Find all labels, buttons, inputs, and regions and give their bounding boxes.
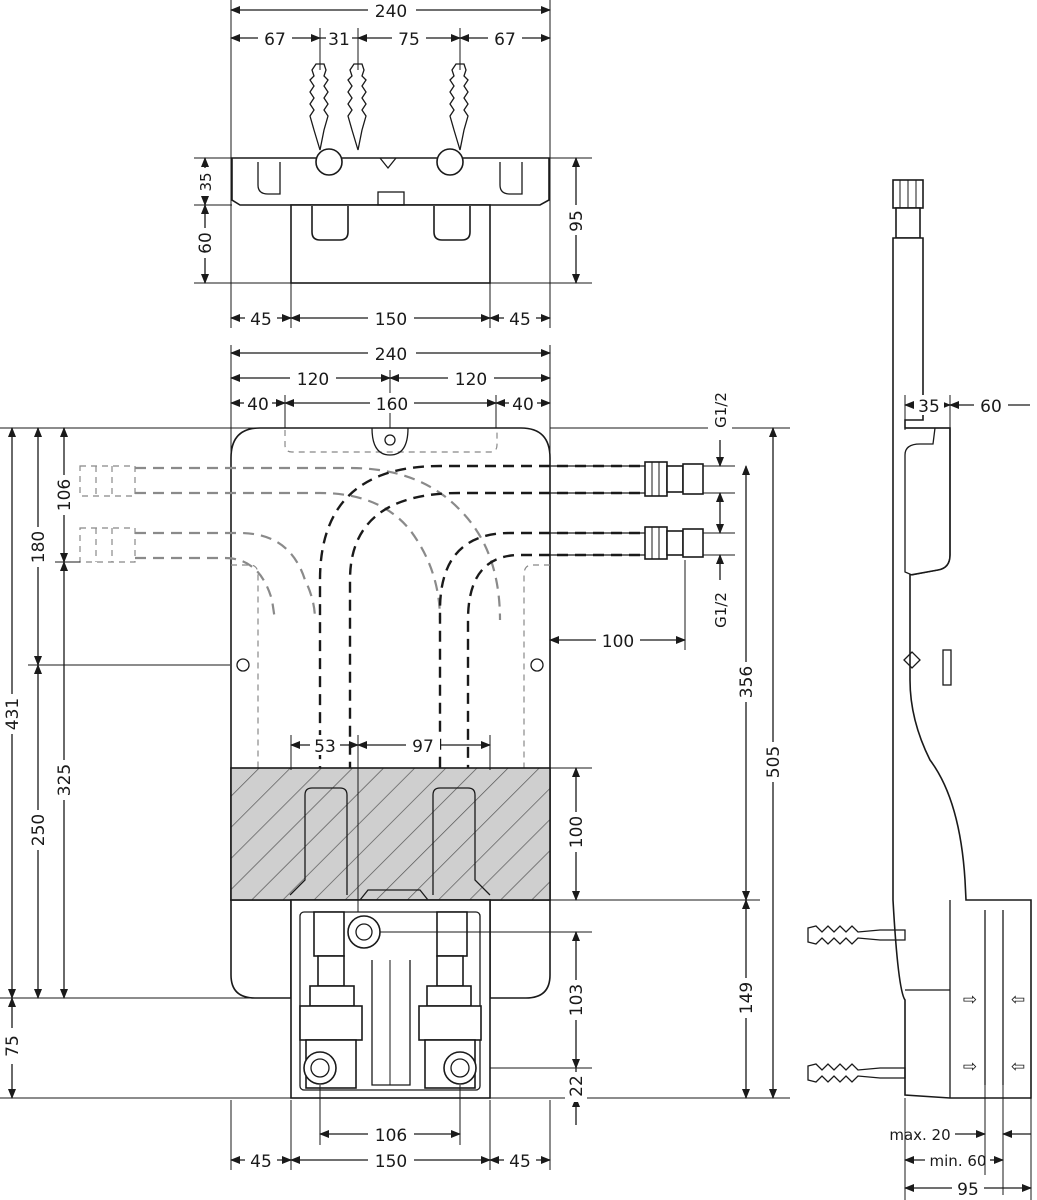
left-dim-75: 75 [3, 1035, 23, 1057]
hatched-installation-zone [230, 767, 551, 901]
front-bottom-right: 45 [509, 1152, 531, 1172]
left-dim-250: 250 [29, 814, 49, 846]
top-seg-4: 67 [494, 30, 516, 50]
inner-spacing-right: 97 [412, 737, 434, 757]
svg-text:⇨: ⇨ [963, 1057, 977, 1077]
left-dim-106: 106 [55, 479, 75, 511]
hatch-height: 100 [567, 816, 587, 848]
top-bottom-right: 45 [509, 310, 531, 330]
front-third-left: 40 [247, 395, 269, 415]
side-dim-60: 60 [980, 397, 1002, 417]
right-dim-505: 505 [764, 746, 784, 778]
top-height-upper: 35 [197, 172, 215, 191]
svg-text:⇨: ⇨ [963, 990, 977, 1010]
svg-text:⇦: ⇦ [1011, 990, 1025, 1010]
top-seg-1: 67 [264, 30, 286, 50]
top-depth: 95 [567, 210, 587, 232]
top-height-lower: 60 [196, 232, 216, 254]
right-fittings [644, 461, 704, 560]
front-view: 240 120 120 40 160 40 [0, 343, 790, 1172]
top-bottom-mid: 150 [375, 310, 407, 330]
right-dim-149: 149 [737, 982, 757, 1014]
side-depth: 95 [957, 1180, 979, 1200]
top-view: 240 67 31 75 67 [194, 0, 592, 330]
top-bottom-left: 45 [250, 310, 272, 330]
side-anchors [807, 925, 906, 1083]
valve-left [299, 911, 363, 1089]
top-anchor-bolts [309, 63, 469, 151]
front-width-label: 240 [375, 345, 407, 365]
side-max-label: max. 20 [889, 1126, 950, 1144]
pipe-offset: 100 [602, 632, 634, 652]
left-dim-180: 180 [29, 531, 49, 563]
valve-right [418, 911, 482, 1089]
thread-bottom: G1/2 [712, 592, 730, 628]
top-seg-3: 75 [398, 30, 420, 50]
front-half-right: 120 [455, 370, 487, 390]
right-dim-356: 356 [737, 666, 757, 698]
front-half-left: 120 [297, 370, 329, 390]
right-dim-103: 103 [567, 984, 587, 1016]
valve-spacing: 106 [375, 1126, 407, 1146]
front-third-right: 40 [512, 395, 534, 415]
left-dim-325: 325 [55, 764, 75, 796]
top-seg-2: 31 [328, 30, 350, 50]
side-min-label: min. 60 [930, 1152, 987, 1170]
ghost-fittings-left [79, 465, 136, 563]
front-third-mid: 160 [376, 395, 408, 415]
inner-spacing-left: 53 [314, 737, 336, 757]
front-bottom-mid: 150 [375, 1152, 407, 1172]
side-view: ⇨ ⇦ ⇨ ⇦ 35 60 max. 20 min. 60 95 [807, 179, 1032, 1200]
front-bottom-left: 45 [250, 1152, 272, 1172]
thread-top: G1/2 [712, 392, 730, 428]
side-dim-35: 35 [918, 397, 940, 417]
right-dim-22: 22 [567, 1075, 587, 1097]
left-dim-431: 431 [3, 698, 23, 730]
svg-text:⇦: ⇦ [1011, 1057, 1025, 1077]
top-width-label: 240 [375, 2, 407, 22]
